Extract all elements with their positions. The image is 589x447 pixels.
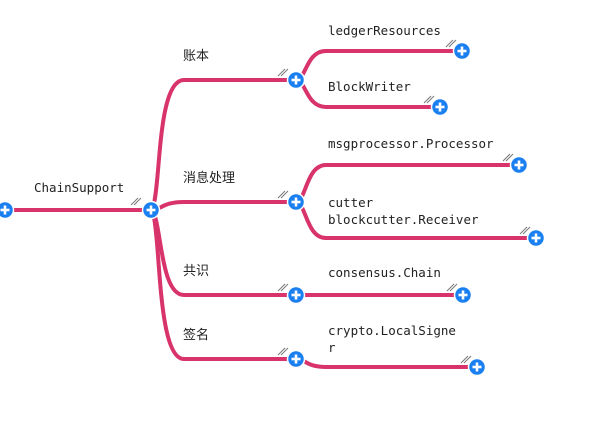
branch-message-processing-label[interactable]: 消息处理 bbox=[183, 171, 236, 186]
leaf-ledger-resources-resize-handle[interactable] bbox=[445, 39, 457, 48]
branch-ledger-resize-handle[interactable] bbox=[277, 68, 289, 77]
root-left-expand-icon[interactable] bbox=[0, 200, 15, 220]
leaf-msgprocessor-resize-handle[interactable] bbox=[502, 153, 514, 162]
leaf-consensus-chain-label[interactable]: consensus.Chain bbox=[328, 265, 441, 280]
leaf-block-writer-expand-icon[interactable] bbox=[430, 97, 450, 117]
branch-consensus-connector bbox=[148, 208, 298, 297]
branch-consensus-expand-icon[interactable] bbox=[286, 285, 306, 305]
branch-ledger-label[interactable]: 账本 bbox=[183, 49, 210, 64]
leaf-local-signer-expand-icon[interactable] bbox=[467, 357, 487, 377]
leaf-blockcutter-expand-icon[interactable] bbox=[526, 228, 546, 248]
branch-signature-expand-icon[interactable] bbox=[286, 349, 306, 369]
branch-message-connector bbox=[148, 200, 298, 212]
leaf-block-writer-label[interactable]: BlockWriter bbox=[328, 79, 411, 94]
branch-consensus-label[interactable]: 共识 bbox=[183, 264, 210, 279]
branch-consensus-resize-handle[interactable] bbox=[277, 283, 289, 292]
root-expand-icon[interactable] bbox=[141, 200, 161, 220]
leaf-consensus-chain-expand-icon[interactable] bbox=[453, 285, 473, 305]
leaf-blockcutter-label[interactable]: cutter blockcutter.Receiver bbox=[328, 195, 479, 227]
leaf-ledger-resources-connector bbox=[294, 49, 464, 82]
leaf-local-signer-resize-handle[interactable] bbox=[460, 355, 472, 364]
leaf-msgprocessor-expand-icon[interactable] bbox=[509, 155, 529, 175]
leaf-msgprocessor-label[interactable]: msgprocessor.Processor bbox=[328, 136, 494, 151]
leaf-ledger-resources-label[interactable]: ledgerResources bbox=[328, 23, 441, 38]
root-node-label[interactable]: ChainSupport bbox=[34, 180, 125, 195]
leaf-block-writer-resize-handle[interactable] bbox=[423, 95, 435, 104]
leaf-blockcutter-resize-handle[interactable] bbox=[519, 226, 531, 235]
branch-ledger-expand-icon[interactable] bbox=[286, 70, 306, 90]
branch-signature-resize-handle[interactable] bbox=[277, 347, 289, 356]
branch-signature-label[interactable]: 签名 bbox=[183, 328, 210, 343]
branch-ledger-connector bbox=[148, 78, 298, 212]
leaf-ledger-resources-expand-icon[interactable] bbox=[452, 41, 472, 61]
branch-message-expand-icon[interactable] bbox=[286, 192, 306, 212]
leaf-local-signer-label[interactable]: crypto.LocalSigne r bbox=[328, 323, 456, 355]
branch-message-resize-handle[interactable] bbox=[277, 190, 289, 199]
leaf-consensus-chain-resize-handle[interactable] bbox=[446, 283, 458, 292]
root-resize-handle[interactable] bbox=[130, 197, 142, 206]
leaf-local-signer-connector bbox=[294, 357, 479, 369]
